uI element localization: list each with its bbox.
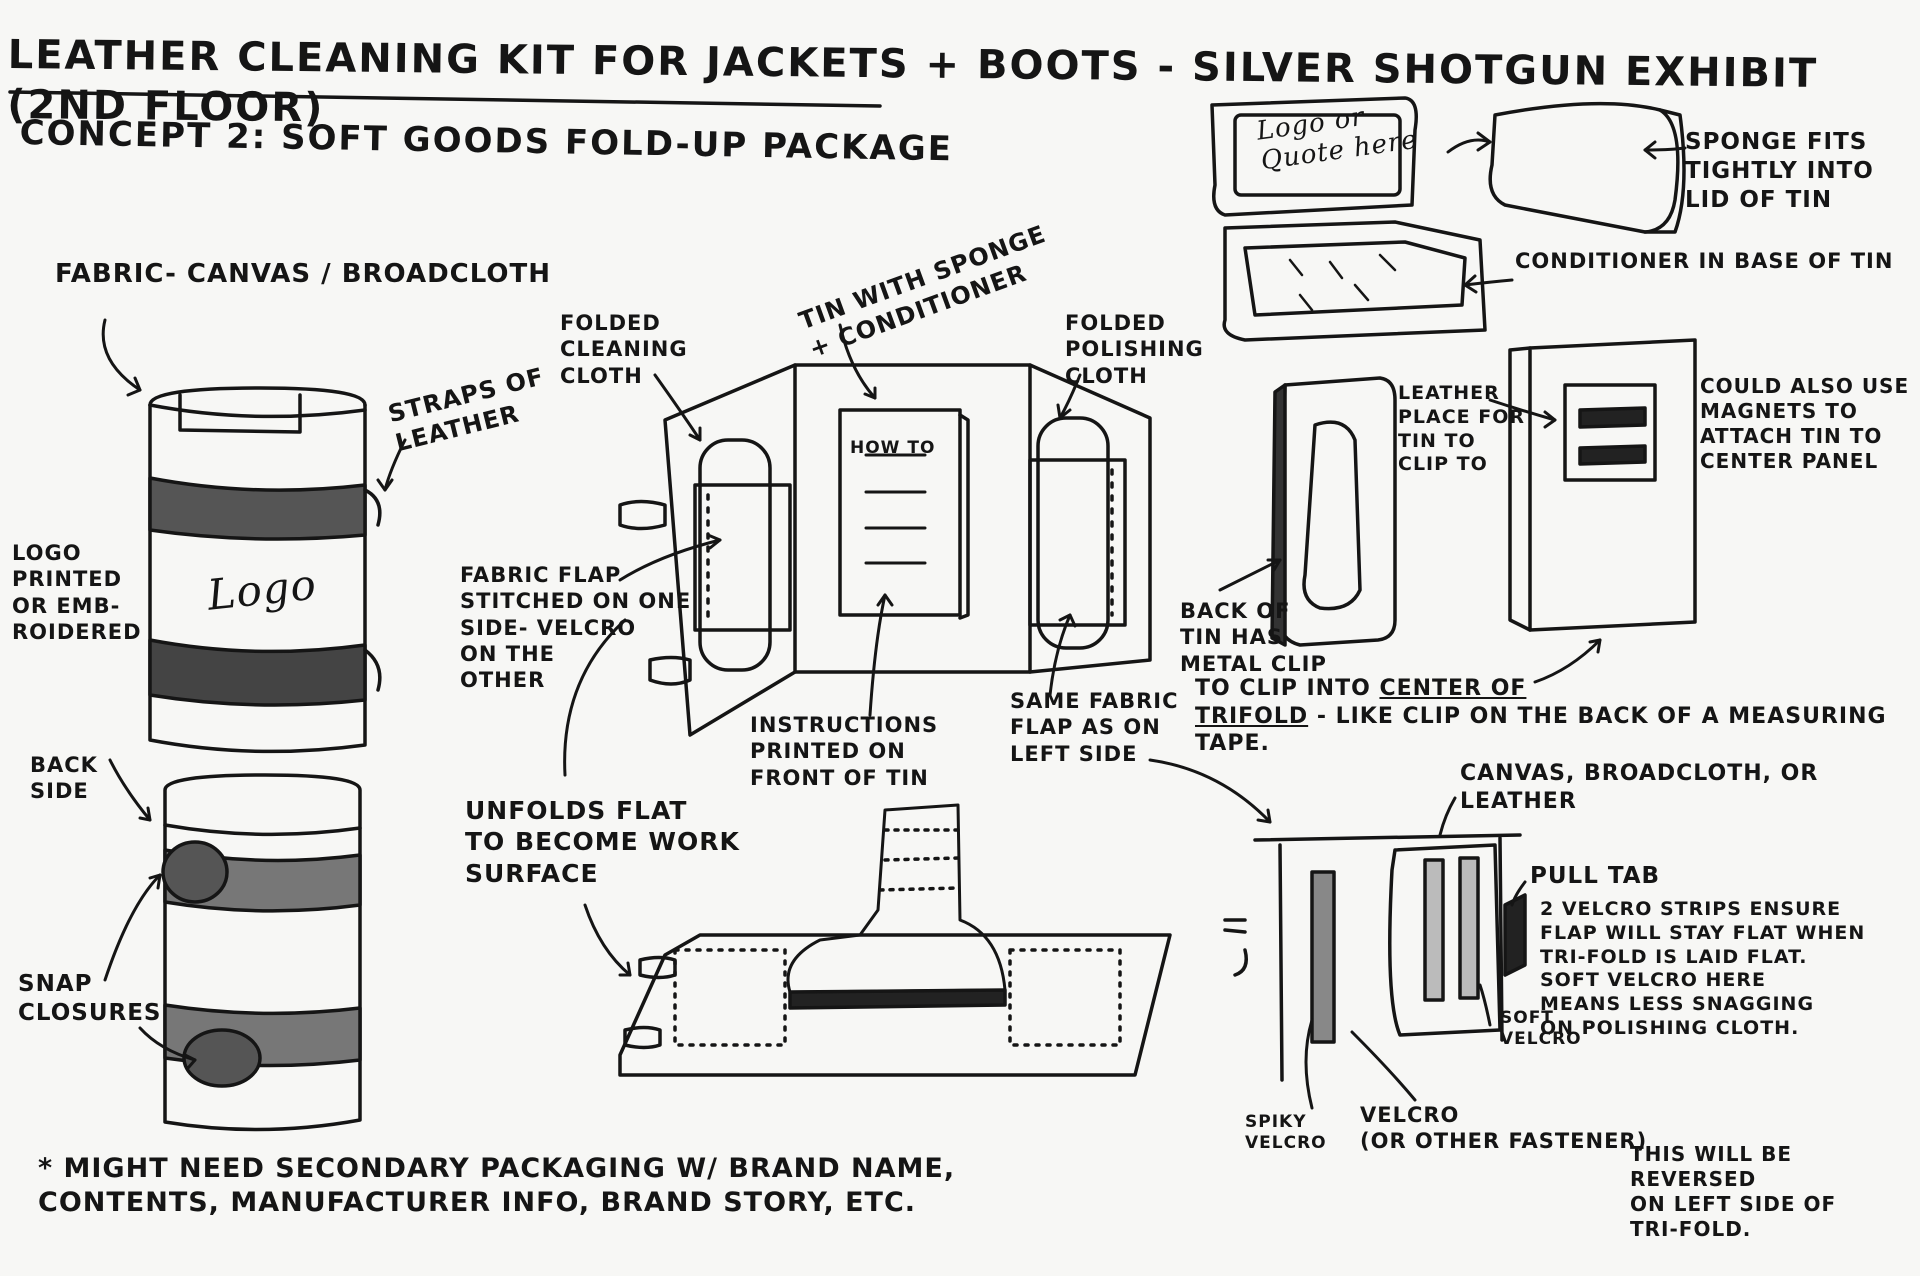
title-underline — [8, 90, 882, 108]
back-side-label: BACK SIDE — [30, 753, 98, 804]
center-panel — [1508, 338, 1697, 632]
annotation-arrows — [101, 131, 1687, 1110]
velcro-flap-diagram — [1223, 833, 1527, 1082]
same-fabric-label: SAME FABRIC FLAP AS ON LEFT SIDE — [1010, 689, 1179, 766]
instructions-label: INSTRUCTIONS PRINTED ON FRONT OF TIN — [750, 713, 939, 790]
trifold-flat-with-boot — [618, 803, 1172, 1077]
reversed-note: THIS WILL BE REVERSED ON LEFT SIDE OF TR… — [1630, 1142, 1837, 1241]
folded-cleaning-cloth-label: FOLDED CLEANING CLOTH — [560, 311, 688, 388]
canvas-leather-label: CANVAS, BROADCLOTH, OR LEATHER — [1460, 761, 1819, 814]
tin-back-clip — [1270, 376, 1397, 647]
fabric-flap-label: FABRIC FLAP STITCHED ON ONE SIDE- VELCRO… — [460, 563, 692, 692]
tape-text: TAPE. — [1195, 731, 1270, 756]
pull-tab-label: PULL TAB — [1530, 863, 1661, 889]
measuring-tape-text: - LIKE CLIP ON THE BACK OF A MEASURING — [1308, 703, 1887, 729]
back-of-tin-label: BACK OF TIN HAS METAL CLIP — [1180, 599, 1327, 676]
secondary-packaging-note: * MIGHT NEED SECONDARY PACKAGING w/ BRAN… — [38, 1153, 956, 1218]
folded-polishing-cloth-label: FOLDED POLISHING CLOTH — [1065, 311, 1204, 388]
tin-open — [1210, 96, 1686, 342]
fabric-label: FABRIC- CANVAS / BROADCLOTH — [55, 259, 551, 289]
trifold-text: TRIFOLD — [1195, 703, 1309, 729]
sponge-fits-label: SPONGE FITS TIGHTLY INTO LID OF TIN — [1685, 129, 1874, 213]
trifold-upright — [618, 363, 1152, 737]
soft-velcro-label: SOFT VELCRO — [1500, 1008, 1582, 1050]
unfolds-flat-label: UNFOLDS FLAT TO BECOME WORK SURFACE — [465, 796, 740, 888]
magnets-label: COULD ALSO USE MAGNETS TO ATTACH TIN TO … — [1700, 374, 1910, 473]
rolled-package-front — [148, 386, 382, 754]
center-of-text: CENTER OF — [1379, 676, 1527, 701]
conditioner-label: CONDITIONER IN BASE OF TIN — [1515, 249, 1894, 273]
leather-place-label: LEATHER PLACE FOR TIN TO CLIP TO — [1398, 382, 1526, 476]
logo-printed-label: LOGO PRINTED OR EMB- ROIDERED — [12, 541, 142, 644]
velcro-fastener-label: VELCRO (OR OTHER FASTENER) — [1360, 1103, 1648, 1154]
snap-closures-label: SNAP CLOSURES — [18, 971, 162, 1026]
spiky-velcro-label: SPIKY VELCRO — [1245, 1112, 1327, 1154]
how-to-text: HOW TO — [850, 438, 936, 458]
velcro-strips-note: 2 VELCRO STRIPS ENSURE FLAP WILL STAY FL… — [1540, 898, 1866, 1039]
clip-into-text: TO CLIP INTO — [1195, 676, 1380, 701]
rolled-package-back — [161, 773, 362, 1132]
clip-into-label: TO CLIP INTO CENTER OF TRIFOLD - LIKE CL… — [1195, 675, 1887, 758]
